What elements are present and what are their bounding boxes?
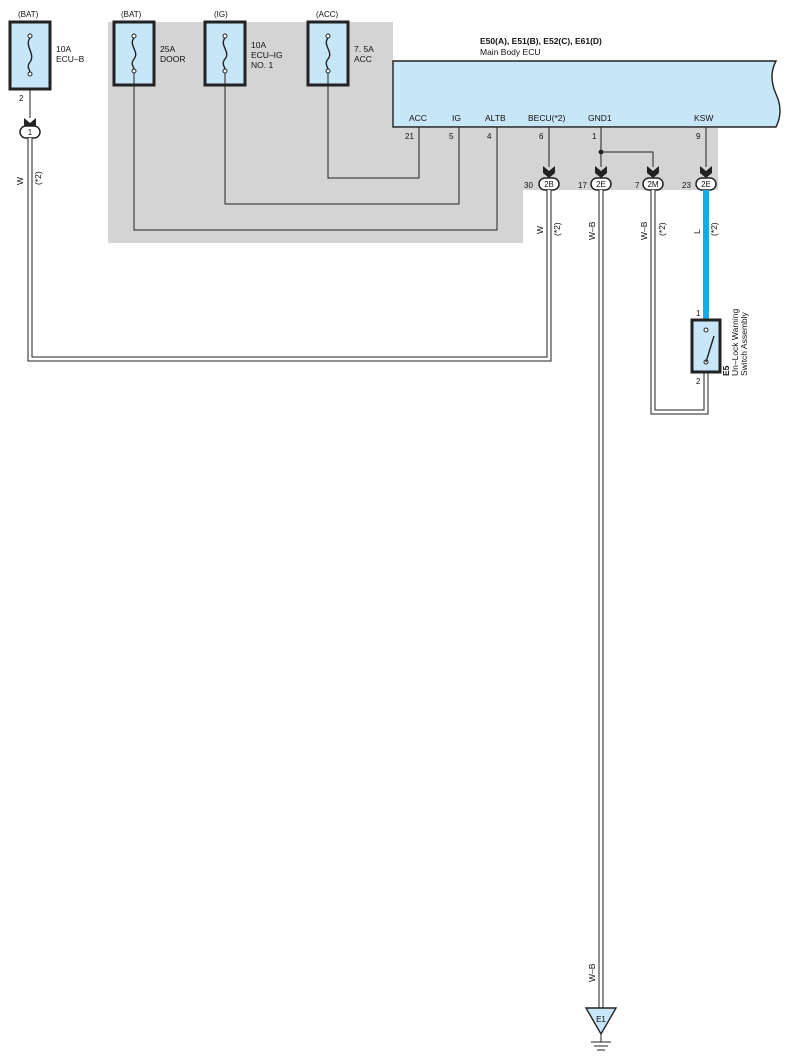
- ecu-pin-number-altb: 4: [487, 132, 492, 141]
- ecu-pin-label-acc: ACC: [409, 113, 427, 123]
- ecu-pin-number-gnd1: 1: [592, 132, 597, 141]
- switch-pin-bottom: 2: [696, 377, 701, 386]
- wire-label-becu-note: (*2): [552, 222, 562, 236]
- wire-label-gnd-color: W–B: [587, 221, 597, 240]
- wire-label-gm-note: (*2): [657, 222, 667, 236]
- fuse-icon: [27, 37, 33, 73]
- switch-name-line2: Switch Assembly: [739, 311, 749, 376]
- fuse-door-source: (BAT): [121, 10, 142, 19]
- switch-name-line1: Un–Lock Warning: [730, 308, 740, 376]
- ground-icon: [584, 1007, 618, 1036]
- ecu-pin-number-acc: 21: [405, 132, 414, 141]
- ecu-pin-label-gnd1: GND1: [588, 113, 612, 123]
- fuse-ecu-b-pin: 2: [19, 94, 24, 103]
- wire-door-fuse-to-ecu-altb: [133, 73, 498, 231]
- wire-label-ksw-note: (*2): [709, 222, 719, 236]
- fuse-door-name: DOOR: [160, 54, 186, 64]
- fuse-icon: [325, 37, 331, 70]
- connector-2e-ksw: 23 2E: [682, 177, 717, 191]
- fuse-ecu-ig-source: (IG): [214, 10, 228, 19]
- fuse-ecu-ig-rating: 10A: [251, 40, 266, 50]
- ecu-pin-label-altb: ALTB: [485, 113, 506, 123]
- ground-label: E1: [596, 1015, 606, 1024]
- connector-1-code: 1: [28, 128, 33, 137]
- switch-pin-top: 1: [696, 309, 701, 318]
- connector-arrow-icon: [543, 166, 555, 178]
- fuse-acc-rating: 7. 5A: [354, 44, 374, 54]
- wire-label-becu-color: W: [535, 226, 545, 234]
- ecu-pin-label-ksw: KSW: [694, 113, 713, 123]
- fuse-ecu-ig-name: ECU–IG: [251, 50, 283, 60]
- connector-2m-pin: 7: [635, 181, 640, 190]
- main-body-ecu-box: [392, 60, 781, 128]
- connector-arrow-icon: [647, 166, 659, 178]
- fuse-door-rating: 25A: [160, 44, 175, 54]
- connector-2e-ground-code: 2E: [596, 180, 606, 189]
- ecu-connector-codes: E50(A), E51(B), E52(C), E61(D): [480, 36, 602, 46]
- fuse-ecu-b-rating: 10A: [56, 44, 71, 54]
- wire-label-left-color: W: [15, 177, 25, 185]
- wire-label-gm-color: W–B: [639, 221, 649, 240]
- connector-2e-ground: 17 2E: [578, 177, 612, 191]
- wire-acc-fuse-to-ecu-acc: [327, 73, 420, 179]
- ecu-name: Main Body ECU: [480, 47, 540, 57]
- connector-1: 1: [19, 125, 41, 139]
- fuse-acc-name: ACC: [354, 54, 372, 64]
- fuse-ecu-ig-number: NO. 1: [251, 60, 273, 70]
- junction-block-background: [108, 22, 718, 243]
- fuse-icon: [131, 37, 137, 70]
- ecu-pin-number-becu: 6: [539, 132, 544, 141]
- wire-label-gnd-color-bottom: W–B: [587, 963, 597, 982]
- fuse-ecu-b: (BAT) 10A ECU–B 2: [8, 10, 85, 103]
- splice-point: [598, 149, 604, 155]
- ecu-pin-label-ig: IG: [452, 113, 461, 123]
- switch-code: E5: [721, 365, 731, 376]
- wire-label-ksw-color: L: [692, 229, 702, 234]
- fuse-door: (BAT) 25A DOOR: [112, 10, 186, 87]
- ecu-pin-number-ig: 5: [449, 132, 454, 141]
- fuse-icon: [222, 37, 228, 70]
- earth-icon: [591, 1041, 611, 1051]
- fuse-ecu-b-source: (BAT): [18, 10, 39, 19]
- wire-label-left-note: (*2): [33, 171, 43, 185]
- unlock-warning-switch: 1 2 E5 Un–Lock Warning Switch Assembly: [690, 308, 749, 386]
- ecu-pin-label-becu: BECU(*2): [528, 113, 565, 123]
- switch-contact-icon: [705, 335, 715, 363]
- fuse-acc-source: (ACC): [316, 10, 339, 19]
- connector-2b-code: 2B: [544, 180, 554, 189]
- connector-2m-code: 2M: [647, 180, 658, 189]
- wire-ig-fuse-to-ecu-ig: [224, 73, 460, 205]
- connector-2e-ground-pin: 17: [578, 181, 587, 190]
- wire-gnd1-branch-to-2m: [601, 151, 654, 167]
- connector-arrow-icon: [700, 166, 712, 178]
- connector-2e-ksw-code: 2E: [701, 180, 711, 189]
- connector-2b-pin: 30: [524, 181, 533, 190]
- fuse-ecu-b-name: ECU–B: [56, 54, 85, 64]
- ground-e1: E1: [584, 1007, 618, 1051]
- connector-2e-ksw-pin: 23: [682, 181, 691, 190]
- ecu-pin-number-ksw: 9: [696, 132, 701, 141]
- connector-arrow-icon: [595, 166, 607, 178]
